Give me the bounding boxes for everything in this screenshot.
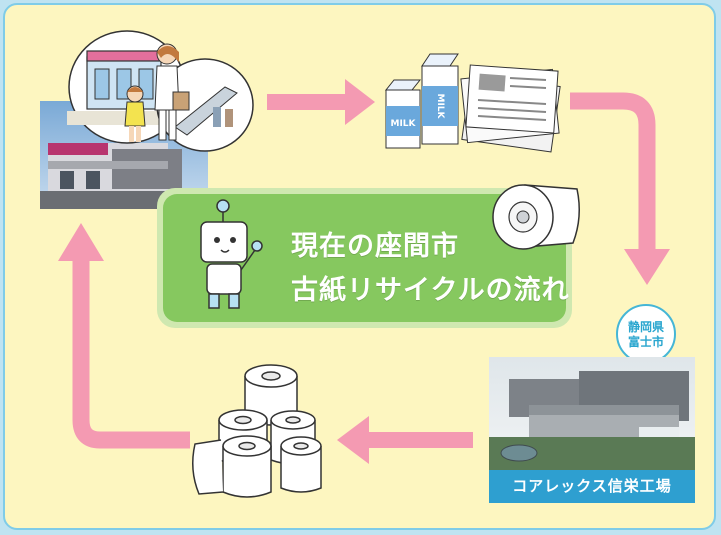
flow-arrows <box>58 79 670 464</box>
city-badge: 静岡県 富士市 <box>616 304 676 364</box>
arrow-factory-to-tissue <box>337 416 473 464</box>
badge-city: 富士市 <box>627 335 664 349</box>
diagram-frame: MILK MILK <box>3 3 716 530</box>
arrow-paper-to-factory <box>570 92 670 285</box>
mascot-robot-icon <box>200 199 263 309</box>
panel-title-line2: 古紙リサイクルの流れ <box>291 275 570 306</box>
paper-waste-illustration: MILK MILK <box>384 53 561 153</box>
toilet-roll-icon <box>492 184 580 250</box>
panel-title-line1: 現在の座間市 <box>291 231 459 262</box>
toilet-paper-stack-icon <box>192 364 322 498</box>
newspaper-stack-icon <box>460 64 561 153</box>
milk-carton-icon: MILK <box>384 79 422 149</box>
mother-child-illustration <box>124 43 190 142</box>
badge-prefecture: 静岡県 <box>627 320 664 334</box>
arrow-tissue-to-store <box>58 223 190 449</box>
factory-photo <box>489 357 695 471</box>
milk-label-2: MILK <box>435 93 445 119</box>
factory-label: コアレックス信栄工場 <box>489 470 695 503</box>
milk-carton-icon: MILK <box>421 53 459 145</box>
arrow-store-to-paper <box>267 79 375 125</box>
milk-label-1: MILK <box>390 119 416 129</box>
